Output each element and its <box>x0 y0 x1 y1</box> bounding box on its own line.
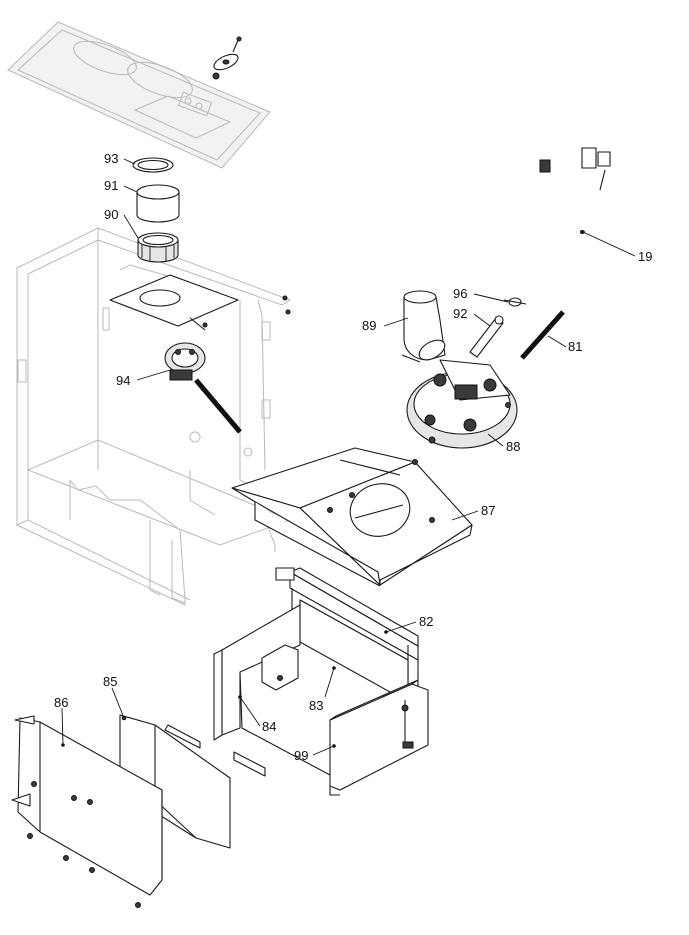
elbow-89 <box>401 290 446 363</box>
leader-lines <box>61 158 636 756</box>
callout-96: 96 <box>453 286 467 301</box>
panel-99 <box>329 679 429 796</box>
seal-ring-93 <box>132 157 174 173</box>
top-casing <box>7 21 271 169</box>
callout-89: 89 <box>362 318 376 333</box>
flue-tube-91 <box>136 184 180 223</box>
callout-92: 92 <box>453 306 467 321</box>
front-panel-86 <box>11 715 163 908</box>
callout-87: 87 <box>481 503 495 518</box>
sensor-plate-top <box>212 36 242 80</box>
side-panel-84 <box>213 604 331 776</box>
callout-83: 83 <box>309 698 323 713</box>
collar-90 <box>137 232 179 263</box>
inner-plate <box>109 274 291 331</box>
callout-81: 81 <box>568 339 582 354</box>
callout-93: 93 <box>104 151 118 166</box>
callout-85: 85 <box>103 674 117 689</box>
pressure-switch-94 <box>164 342 242 434</box>
callout-84: 84 <box>262 719 276 734</box>
callout-19: 19 <box>638 249 652 264</box>
callout-99: 99 <box>294 748 308 763</box>
callout-88: 88 <box>506 439 520 454</box>
callout-86: 86 <box>54 695 68 710</box>
hood-87 <box>231 447 473 587</box>
wiring-harness-19 <box>539 147 611 238</box>
callout-94: 94 <box>116 373 130 388</box>
callout-82: 82 <box>419 614 433 629</box>
callout-labels: 93 91 90 94 96 92 89 81 88 87 19 82 83 8… <box>54 151 652 763</box>
callout-90: 90 <box>104 207 118 222</box>
insulation-panel-85 <box>119 714 266 849</box>
rod-81 <box>520 310 565 360</box>
clip-96 <box>503 297 527 307</box>
sensor-92 <box>469 315 504 358</box>
callout-91: 91 <box>104 178 118 193</box>
fan-assembly-88 <box>406 359 518 449</box>
